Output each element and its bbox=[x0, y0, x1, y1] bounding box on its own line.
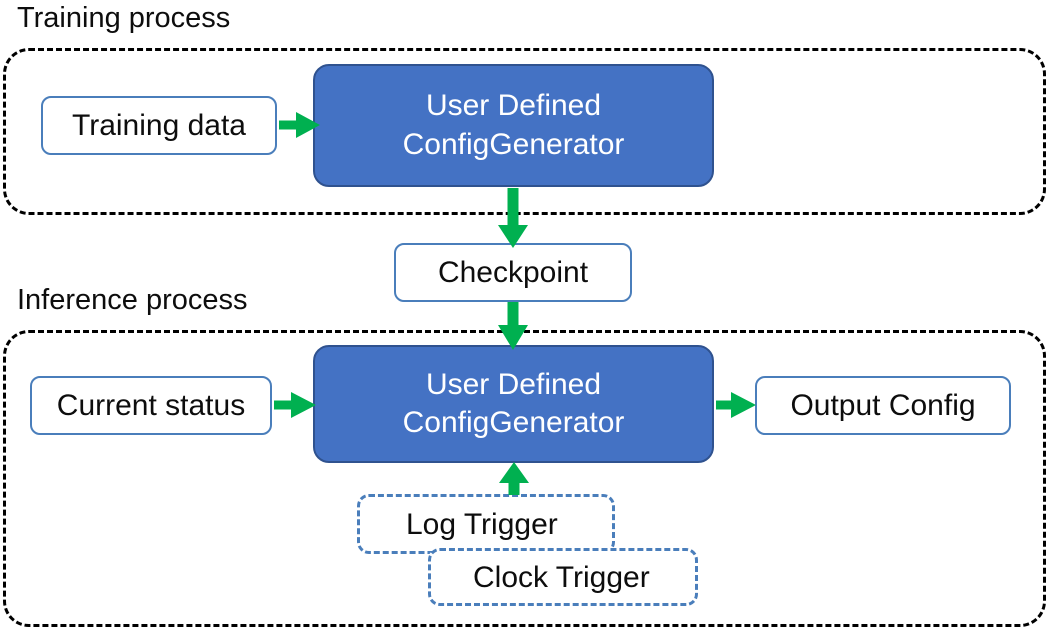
node-training-data[interactable]: Training data bbox=[41, 96, 277, 155]
node-log-trigger[interactable]: Log Trigger bbox=[357, 494, 615, 554]
node-output-config[interactable]: Output Config bbox=[755, 376, 1011, 435]
node-clock-trigger[interactable]: Clock Trigger bbox=[428, 548, 698, 606]
training-process-container bbox=[3, 48, 1046, 215]
training-process-caption: Training process bbox=[17, 2, 231, 34]
node-training-config-generator-line2: ConfigGenerator bbox=[402, 127, 625, 161]
node-clock-trigger-label: Clock Trigger bbox=[473, 560, 650, 594]
node-current-status[interactable]: Current status bbox=[30, 376, 272, 435]
node-log-trigger-label: Log Trigger bbox=[406, 507, 558, 541]
node-inference-config-generator-line2: ConfigGenerator bbox=[402, 406, 625, 439]
node-checkpoint-label: Checkpoint bbox=[437, 256, 589, 289]
inference-process-caption: Inference process bbox=[17, 284, 248, 316]
node-current-status-label: Current status bbox=[56, 389, 246, 422]
node-training-config-generator-line1: User Defined bbox=[425, 89, 602, 123]
node-training-config-generator[interactable]: User Defined ConfigGenerator bbox=[313, 64, 714, 187]
node-inference-config-generator-line1: User Defined bbox=[425, 367, 602, 401]
node-training-data-label: Training data bbox=[72, 109, 246, 142]
node-checkpoint[interactable]: Checkpoint bbox=[394, 243, 632, 302]
node-output-config-label: Output Config bbox=[790, 389, 976, 422]
node-inference-config-generator[interactable]: User Defined ConfigGenerator bbox=[313, 345, 714, 463]
